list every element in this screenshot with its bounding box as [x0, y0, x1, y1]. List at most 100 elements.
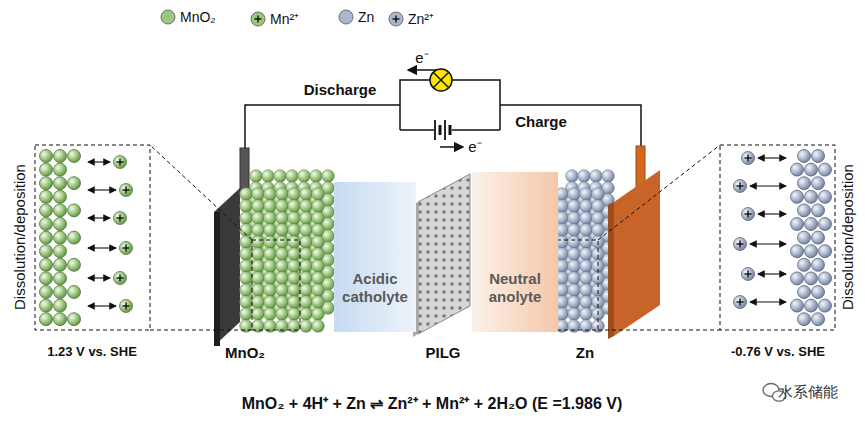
- membrane-label: PILG: [425, 344, 460, 361]
- particle: [40, 231, 53, 244]
- particle: [805, 190, 818, 203]
- particle: [300, 296, 313, 309]
- particle-layer: [566, 170, 615, 315]
- particle: [798, 177, 811, 190]
- particle: [264, 296, 277, 309]
- particle: [264, 224, 277, 237]
- exchange-arrow: [750, 243, 786, 244]
- particle: [298, 170, 311, 183]
- legend-text: Mn²⁺: [270, 9, 299, 28]
- reaction-equation: MnO₂ + 4H⁺ + Zn ⇌ Zn²⁺ + Mn²⁺ + 2H₂O (E …: [242, 395, 623, 413]
- particle: [264, 272, 277, 285]
- particle: [288, 212, 301, 225]
- particle: [580, 200, 593, 213]
- particle: [568, 236, 581, 249]
- particle: [312, 236, 325, 249]
- particle: [68, 204, 81, 217]
- particle: [798, 150, 811, 163]
- ion: [120, 300, 133, 313]
- particle: [312, 260, 325, 273]
- particle: [791, 218, 804, 231]
- particle: [312, 284, 325, 297]
- electron-arrow: [440, 146, 463, 148]
- particle: [812, 286, 825, 299]
- particle: [568, 188, 581, 201]
- particle: [240, 284, 253, 297]
- particle: [568, 248, 581, 261]
- particle: [40, 286, 53, 299]
- particle: [568, 284, 581, 297]
- particle: [288, 296, 301, 309]
- leader-line: [598, 145, 720, 240]
- ion: [114, 272, 127, 285]
- electrolyte-label: Neutral anolyte: [476, 270, 554, 306]
- particle: [276, 308, 289, 321]
- particle: [274, 170, 287, 183]
- particle: [68, 258, 81, 271]
- anode-plate-edge: [608, 202, 614, 339]
- particle: [819, 163, 832, 176]
- particle: [819, 218, 832, 231]
- particle: [300, 236, 313, 249]
- lamp-symbol: [430, 69, 452, 91]
- particle: [812, 150, 825, 163]
- particle: [54, 177, 67, 190]
- particle: [300, 320, 313, 333]
- particle: [580, 296, 593, 309]
- particle: [276, 260, 289, 273]
- particle: [240, 212, 253, 225]
- particle: [819, 245, 832, 258]
- particle: [580, 260, 593, 273]
- legend-text: Zn: [358, 9, 374, 25]
- particle: [312, 200, 325, 213]
- pilg-membrane: [418, 174, 470, 334]
- particle: [276, 248, 289, 261]
- leader-line: [150, 330, 252, 331]
- particle: [40, 258, 53, 271]
- watermark: 水系储能: [778, 383, 838, 400]
- particle: [568, 260, 581, 273]
- particle: [602, 170, 615, 183]
- particle: [252, 200, 265, 213]
- exchange-arrow: [750, 301, 786, 302]
- particle: [40, 150, 53, 163]
- particle: [798, 286, 811, 299]
- particle: [805, 299, 818, 312]
- battery-symbol: [435, 120, 450, 140]
- particle: [819, 190, 832, 203]
- particle: [580, 248, 593, 261]
- particle: [240, 260, 253, 273]
- particle: [250, 170, 263, 183]
- particle: [252, 212, 265, 225]
- particle: [252, 296, 265, 309]
- particle: [276, 236, 289, 249]
- particle: [54, 231, 67, 244]
- particle: [54, 218, 67, 231]
- particle: [264, 212, 277, 225]
- legend-item: Zn²⁺: [388, 9, 434, 28]
- process-label: Dissolution/deposition: [839, 164, 856, 310]
- particle: [300, 272, 313, 285]
- particle: [252, 308, 265, 321]
- particle: [812, 204, 825, 217]
- exchange-arrow: [88, 277, 110, 278]
- anolyte-band: Neutral anolyte: [472, 172, 558, 332]
- particle: [805, 245, 818, 258]
- particle: [288, 224, 301, 237]
- process-label: Dissolution/deposition: [11, 164, 28, 310]
- particle: [812, 258, 825, 271]
- particle: [819, 272, 832, 285]
- particle: [264, 260, 277, 273]
- particle: [288, 236, 301, 249]
- particle: [312, 320, 325, 333]
- particle: [68, 231, 81, 244]
- particle: [812, 177, 825, 190]
- particle: [240, 308, 253, 321]
- exchange-arrow: [88, 161, 110, 162]
- particle: [276, 200, 289, 213]
- particle: [288, 308, 301, 321]
- exchange-arrow: [750, 185, 786, 186]
- particle: [252, 272, 265, 285]
- particle: [276, 224, 289, 237]
